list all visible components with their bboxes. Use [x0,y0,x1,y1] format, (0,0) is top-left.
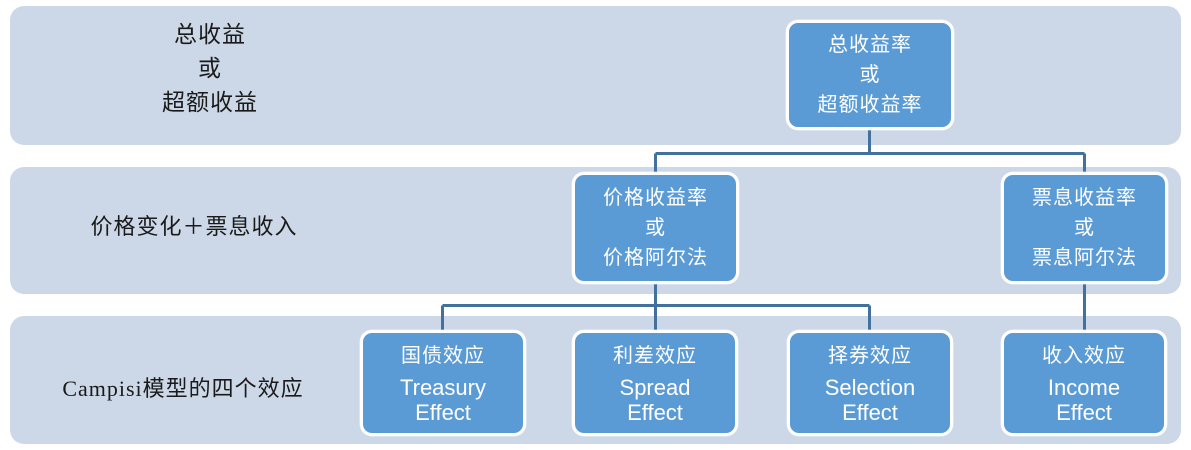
node-selection-effect-label-en: Selection Effect [824,375,916,425]
node-spread-effect[interactable]: 利差效应 Spread Effect [572,330,738,436]
node-spread-effect-label-cn: 利差效应 [613,345,697,367]
node-treasury-effect-label-cn: 国债效应 [401,345,485,367]
node-selection-effect-label-cn: 择券效应 [828,345,912,367]
node-income-effect[interactable]: 收入效应 Income Effect [1001,330,1167,436]
node-coupon-return[interactable]: 票息收益率 或 票息阿尔法 [1001,172,1168,284]
band-row-total-return [10,6,1181,145]
node-spread-effect-label-en: Spread Effect [619,375,691,425]
node-price-return[interactable]: 价格收益率 或 价格阿尔法 [572,172,739,284]
node-treasury-effect-label-en: Treasury Effect [400,375,486,425]
node-total-return[interactable]: 总收益率 或 超额收益率 [786,20,954,130]
band-label-four-effects: Campisi模型的四个效应 [62,376,304,401]
band-label-price-coupon: 价格变化＋票息收入 [90,214,298,239]
node-treasury-effect[interactable]: 国债效应 Treasury Effect [360,330,526,436]
node-selection-effect[interactable]: 择券效应 Selection Effect [787,330,953,436]
node-income-effect-label-cn: 收入效应 [1042,345,1126,367]
node-income-effect-label-en: Income Effect [1047,375,1121,425]
band-label-total-return: 总收益 或 超额收益 [162,22,258,115]
node-total-return-label-cn: 总收益率 或 超额收益率 [817,34,923,116]
node-price-return-label-cn: 价格收益率 或 价格阿尔法 [603,187,708,269]
node-coupon-return-label-cn: 票息收益率 或 票息阿尔法 [1032,187,1137,269]
